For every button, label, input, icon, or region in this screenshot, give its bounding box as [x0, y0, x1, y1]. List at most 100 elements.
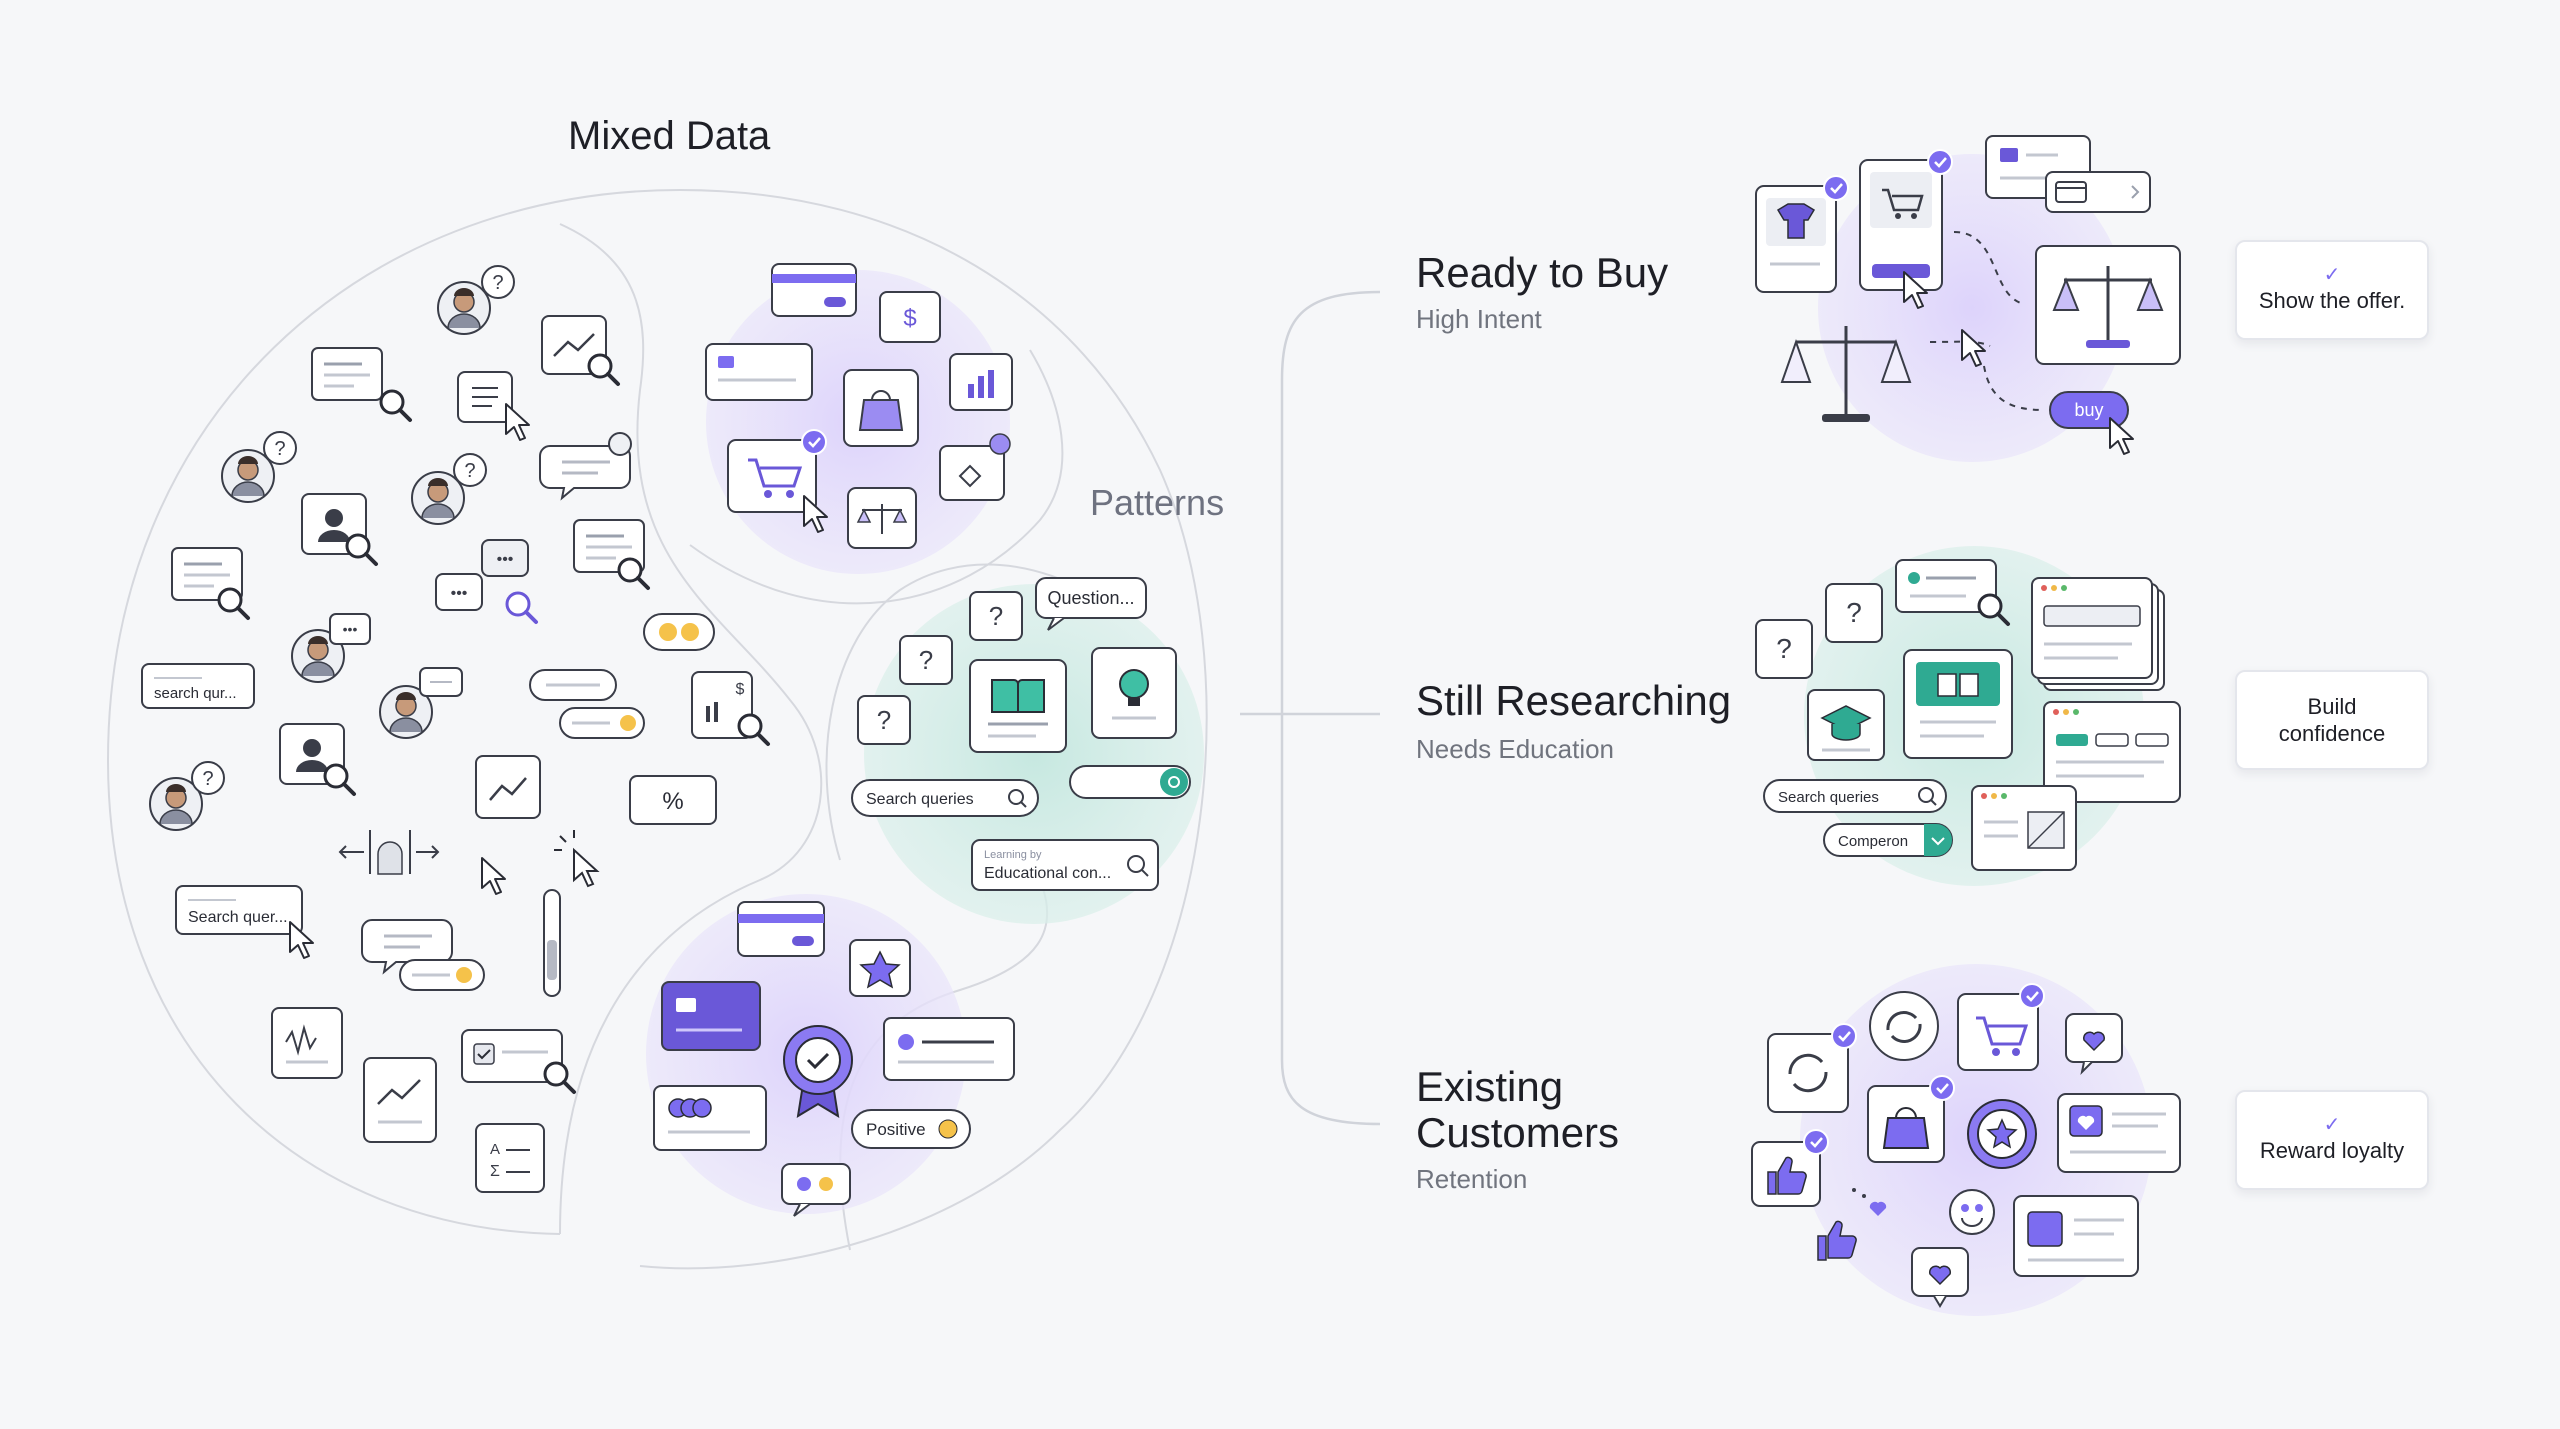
scale-card-icon: [2035, 245, 2181, 365]
action-label-reward-loyalty: Reward loyalty: [2259, 1138, 2405, 1164]
svg-text:Σ: Σ: [490, 1163, 500, 1180]
cursor-icon-3: [481, 857, 506, 895]
segment-title-existing: Existing Customers: [1416, 1063, 1620, 1157]
lightbulb-tile-icon: [1091, 647, 1177, 739]
heart-bubble-icon-2: [1911, 1247, 1969, 1308]
percent-text: %: [662, 788, 683, 815]
book-tile-icon: [969, 659, 1067, 753]
card-nav-icon: [2045, 171, 2151, 213]
refresh-tile-icon: [1767, 1033, 1849, 1113]
click-cursor-icon: [554, 830, 600, 888]
search-icon-8: [323, 763, 356, 796]
smiley-face-icon: [1949, 1189, 1995, 1235]
credit-card-icon: [771, 263, 857, 317]
trend-tile-icon-2: [475, 755, 541, 819]
purple-card-icon: [661, 981, 761, 1051]
still-researching-visual: ? ?: [1755, 546, 2181, 886]
question-tile-icon-r1: ?: [1755, 619, 1813, 679]
svg-text:?: ?: [919, 645, 933, 675]
list-tile-icon: [457, 371, 513, 423]
search-field-mini: search qur...: [141, 663, 255, 709]
emoji-bubble-icon: [643, 613, 715, 651]
cart-tile-icon: [727, 439, 817, 513]
heart-profile-card-icon: [2057, 1093, 2181, 1173]
sparkle-hearts-icon: [1852, 1188, 1887, 1216]
resize-handle-icon: [338, 830, 440, 875]
dollar-sign: $: [903, 305, 916, 332]
learning-text: Learning by: [984, 849, 1042, 861]
segment-title-ready: Ready to Buy: [1416, 249, 1669, 296]
bubble-mini-icon: [419, 667, 463, 697]
note-card-icon: [310, 346, 384, 402]
cursor-icon-2: [505, 403, 530, 441]
segment-title-researching: Still Researching: [1416, 677, 1732, 724]
credit-card-icon-2: [737, 901, 825, 957]
check-mark-icon-2: ✓: [2323, 1114, 2341, 1137]
search-queries-text: Search queries: [866, 791, 974, 808]
svg-text:?: ?: [989, 601, 1003, 631]
profile-card-icon-r: [1895, 559, 1997, 613]
action-card-show-offer[interactable]: ✓ Show the offer.: [2235, 240, 2429, 340]
comparison-window-icon: [2043, 701, 2181, 803]
search-icon-7: [737, 713, 770, 746]
comparison-text: Comperon: [1838, 833, 1908, 850]
chart-dollar-tile-icon: $: [691, 671, 753, 739]
segment-subtitle-ready: High Intent: [1416, 304, 1542, 334]
search-icon-2: [379, 389, 412, 422]
patterns-label: Patterns: [1090, 482, 1225, 523]
dollar-tile-icon: $: [879, 291, 941, 343]
svg-text:•••: •••: [497, 551, 514, 568]
svg-text:?: ?: [877, 705, 891, 735]
question-icon-2: [263, 431, 297, 465]
search-icon-6: [217, 587, 250, 620]
buy-button-label: buy: [2074, 400, 2103, 420]
scale-tile-icon: [847, 487, 917, 549]
browser-card-icon: [705, 343, 813, 401]
svg-text:•••: •••: [343, 621, 358, 637]
search-queries-bar: Search queries: [851, 779, 1039, 817]
comparison-dropdown: Comperon: [1823, 823, 1953, 857]
positive-chip-text: Positive: [866, 1120, 926, 1139]
question-icon-3: [453, 453, 487, 487]
formula-tile-icon: A Σ: [475, 1123, 545, 1193]
segment-bracket: [1240, 290, 1381, 1126]
ready-to-buy-visual: buy: [1755, 135, 2181, 462]
question-tile-icon-3: ?: [857, 695, 911, 745]
check-badge-icon-2: [1822, 174, 1850, 202]
action-label-build-confidence: Build confidence: [2278, 693, 2386, 747]
emoji-bubble-icon-3: [399, 959, 485, 991]
waveform-tile-icon: [271, 1007, 343, 1079]
svg-text:•••: •••: [451, 585, 468, 602]
star-badge-icon: [1967, 1099, 2037, 1169]
question-icon-4: [191, 761, 225, 795]
dots-bubble-icon-3: •••: [329, 613, 371, 645]
segment-subtitle-researching: Needs Education: [1416, 734, 1615, 764]
question-tile-icon: ?: [969, 591, 1023, 641]
loyalty-cluster: Positive: [646, 894, 1015, 1217]
action-card-build-confidence[interactable]: Build confidence: [2235, 670, 2429, 770]
check-badge-icon-3: [1926, 148, 1954, 176]
action-card-reward-loyalty[interactable]: ✓ Reward loyalty: [2235, 1090, 2429, 1190]
search-icon: [587, 353, 620, 386]
buy-button[interactable]: buy: [2049, 391, 2129, 429]
star-tile-icon: [849, 939, 911, 997]
search-icon-5: [505, 591, 538, 624]
check-badge-icon-6: [1802, 1128, 1830, 1156]
refresh-circle-icon: [1869, 991, 1939, 1061]
badge-award-icon: [783, 1025, 853, 1118]
scattered-items: ••• ••• ••• search qur...: [141, 265, 770, 1193]
profile-card-icon: [883, 1017, 1015, 1081]
image-card-icon: [1971, 785, 2077, 871]
scale-icon-large: [1780, 326, 1912, 422]
check-badge-icon-7: [1928, 1074, 1956, 1102]
avatar-icon: [437, 281, 491, 335]
checklist-card-icon: [461, 1029, 563, 1083]
existing-customers-visual: [1751, 964, 2181, 1316]
search-qur-text: search qur...: [154, 685, 237, 702]
question-tile-icon-r2: ?: [1825, 583, 1883, 643]
positive-chip: Positive: [851, 1109, 971, 1149]
shopping-bag-icon: [843, 369, 919, 447]
question-bubble-text: Question...: [1047, 588, 1134, 608]
educational-content-bar: Learning by Educational con...: [971, 839, 1159, 891]
